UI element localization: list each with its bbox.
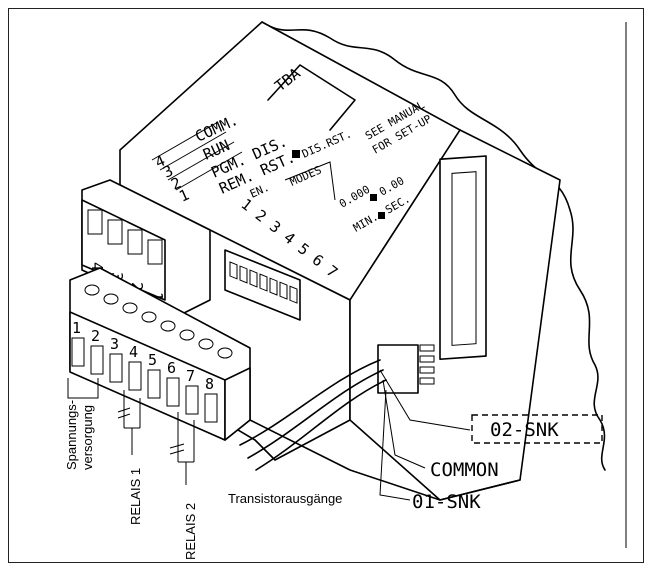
min-indicator (370, 194, 377, 201)
power-label-line1: Spannungs- (64, 400, 79, 470)
snk02-leader (379, 369, 471, 431)
terminal-pin-6: 6 (167, 359, 176, 377)
sec-indicator (378, 212, 385, 219)
led-leaders (151, 121, 243, 191)
modes-bracket (284, 161, 336, 201)
power-bracket (67, 378, 99, 399)
relay2-symbol (169, 443, 185, 455)
snk02-box (471, 414, 603, 444)
snk01-leader (379, 389, 411, 501)
terminal-pin-8: 8 (205, 375, 214, 393)
common-label: COMMON (430, 459, 499, 481)
side-slot (439, 155, 487, 361)
transistor-label: Transistorausgänge (228, 491, 342, 506)
output-pins (419, 344, 435, 385)
dis-rst-button (292, 150, 300, 158)
relay2-label: RELAIS 2 (183, 503, 198, 560)
terminal-block (69, 267, 251, 441)
output-connector (377, 344, 419, 394)
base-plate (249, 419, 521, 501)
power-label-line2: versorgung (80, 405, 95, 470)
left-pin-4: 4 (88, 262, 106, 271)
relay2-bracket (177, 412, 195, 485)
left-pin-2: 2 (128, 282, 146, 291)
relay1-bracket (123, 390, 141, 455)
terminal-pin-3: 3 (110, 335, 119, 353)
relay1-symbol (117, 407, 131, 419)
snk01-label: 01-SNK (412, 491, 481, 513)
output-wires (239, 359, 387, 471)
terminal-pin-1: 1 (72, 319, 81, 337)
left-pin-1: 1 (148, 292, 166, 301)
terminal-pin-4: 4 (129, 343, 138, 361)
dip-switch-block (224, 249, 301, 321)
terminal-pin-7: 7 (186, 367, 195, 385)
terminal-pin-5: 5 (148, 351, 157, 369)
side-slot-inner (451, 171, 477, 346)
relay1-label: RELAIS 1 (128, 468, 143, 525)
terminal-pin-2: 2 (91, 327, 100, 345)
snk02-label: 02-SNK (490, 419, 559, 441)
tba-bracket (267, 64, 356, 131)
common-leader (382, 379, 426, 469)
